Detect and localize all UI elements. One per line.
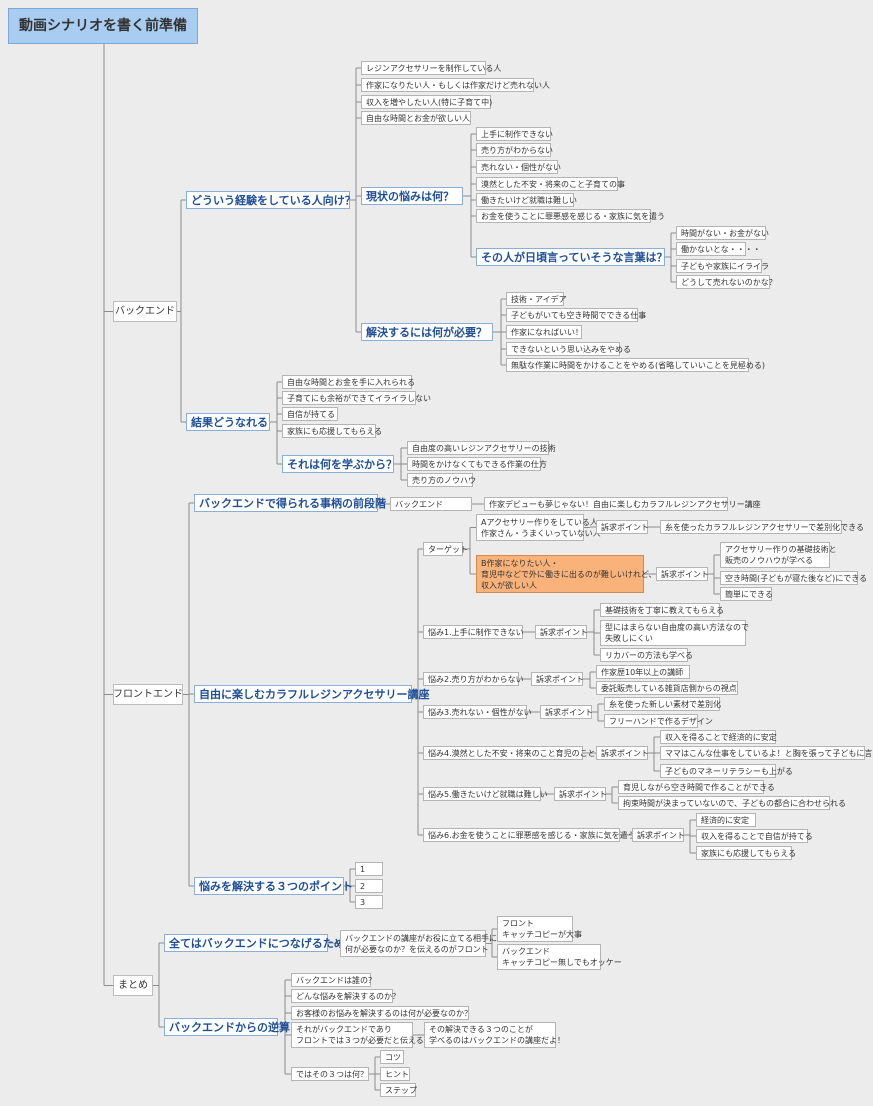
branch-frontend[interactable]: フロントエンド xyxy=(113,684,183,705)
worry-item-4[interactable]: 漠然とした不安・将来のこと子育ての事 xyxy=(476,177,625,191)
result-item-1[interactable]: 自由な時間とお金を手に入れられる xyxy=(282,375,415,389)
needs-item-4[interactable]: できないという思い込みをやめる xyxy=(506,342,631,356)
result-item-3[interactable]: 自信が持てる xyxy=(282,407,338,421)
backend-who-item-3[interactable]: 収入を増やしたい人(特に子育て中) xyxy=(361,95,492,109)
fw3-appeal[interactable]: 訴求ポイント xyxy=(540,705,593,719)
fw6-point-3[interactable]: 家族にも応援してもらえる xyxy=(696,846,796,860)
branch-summary[interactable]: まとめ xyxy=(113,975,153,996)
fw1-label[interactable]: 悩み1.上手に制作できない xyxy=(423,625,524,639)
summary-reverse[interactable]: バックエンドからの逆算 xyxy=(164,1018,290,1036)
fw4-point-1[interactable]: 収入を得ることで経済的に安定 xyxy=(660,730,777,744)
target-b-appeal[interactable]: 訴求ポイント xyxy=(656,567,709,581)
frontend-pre[interactable]: バックエンドで得られる事柄の前段階 xyxy=(194,494,386,512)
needs-item-5[interactable]: 無駄な作業に時間をかけることをやめる(省略していいことを見極める) xyxy=(506,358,765,372)
backend-who-item-2[interactable]: 作家になりたい人・もしくは作家だけど売れない人 xyxy=(361,78,550,92)
learn-item-3[interactable]: 売り方のノウハウ xyxy=(407,473,476,487)
fw4-appeal[interactable]: 訴求ポイント xyxy=(596,746,649,760)
reverse-q3[interactable]: お客様のお悩みを解決するのは何が必要なのか？ xyxy=(291,1006,472,1020)
words-item-1[interactable]: 時間がない・お金がない xyxy=(676,226,769,240)
learn-item-2[interactable]: 時間をかけなくてもできる作業の仕方 xyxy=(407,457,547,471)
reverse-q1[interactable]: バックエンドは誰の？ xyxy=(291,973,376,987)
backend-needs[interactable]: 解決するには何が必要？ xyxy=(361,323,493,341)
pre-backend-text[interactable]: 作家デビューも夢じゃない！自由に楽しむカラフルレジンアクセサリー講座 xyxy=(484,497,761,511)
fw1-appeal[interactable]: 訴求ポイント xyxy=(535,625,588,639)
three-item-2[interactable]: 2 xyxy=(355,879,383,893)
needs-item-3[interactable]: 作家になればいい！ xyxy=(506,325,583,339)
backend-words[interactable]: その人が日頃言っていそうな言葉は？ xyxy=(476,248,667,266)
fw3-label[interactable]: 悩み3.売れない・個性がない xyxy=(423,705,532,719)
reverse-q5-item-3[interactable]: ステップ xyxy=(380,1083,417,1097)
connect-text[interactable]: バックエンドの講座がお役に立てる相手に 何が必要なのか？を伝えるのがフロント xyxy=(340,930,497,957)
fw1-point-3[interactable]: リカバーの方法も学べる xyxy=(600,648,693,662)
three-item-3[interactable]: 3 xyxy=(355,895,383,909)
backend-learn[interactable]: それは何を学ぶから？ xyxy=(282,455,397,473)
target-b[interactable]: B作家になりたい人・ 育児中などで外に働きに出るのが難しいけれど、 収入が欲しい… xyxy=(476,555,656,593)
backend-result[interactable]: 結果どうなれる xyxy=(186,413,270,431)
result-item-4[interactable]: 家族にも応援してもらえる xyxy=(282,424,382,438)
fw2-point-1[interactable]: 作家歴10年以上の講師 xyxy=(596,665,690,679)
worry-item-1[interactable]: 上手に制作できない xyxy=(476,127,553,141)
reverse-q5[interactable]: ではその３つは何？ xyxy=(291,1067,369,1081)
backend-who-item-1[interactable]: レジンアクセサリーを制作している人 xyxy=(361,61,501,75)
fw6-appeal[interactable]: 訴求ポイント xyxy=(632,828,685,842)
fw5-label[interactable]: 悩み5.働きたいけど就職は難しい xyxy=(423,787,548,801)
frontend-course[interactable]: 自由に楽しむカラフルレジンアクセサリー講座 xyxy=(194,685,429,703)
target-label[interactable]: ターゲット xyxy=(423,542,468,556)
reverse-q4[interactable]: それがバックエンドであり フロントでは３つが必要だと伝える xyxy=(291,1022,424,1048)
fw4-label[interactable]: 悩み4.漠然とした不安・将来のこと育児のこと xyxy=(423,746,596,760)
worry-item-5[interactable]: 働きたいけど就職は難しい xyxy=(476,193,577,207)
fw1-point-1[interactable]: 基礎技術を丁寧に教えてもらえる xyxy=(600,603,724,617)
frontend-three[interactable]: 悩みを解決する３つのポイント xyxy=(194,877,353,895)
reverse-q5-item-2[interactable]: ヒント xyxy=(380,1067,410,1081)
fw6-point-1[interactable]: 経済的に安定 xyxy=(696,813,756,827)
fw1-point-2[interactable]: 型にはまらない自由度の高い方法なので 失敗しにくい xyxy=(600,620,749,646)
worry-item-3[interactable]: 売れない・個性がない xyxy=(476,160,561,174)
fw6-point-2[interactable]: 収入を得ることで自信が持てる xyxy=(696,829,813,843)
worry-item-6[interactable]: お金を使うことに罪悪感を感じる・家族に気を遣う xyxy=(476,209,665,223)
worry-item-2[interactable]: 売り方がわからない xyxy=(476,143,553,157)
root-title[interactable]: 動画シナリオを書く前準備 xyxy=(8,8,198,44)
backend-who[interactable]: どういう経験をしている人向け？ xyxy=(186,191,356,209)
fw5-point-2[interactable]: 拘束時間が決まっていないので、子どもの都合に合わせられる xyxy=(618,796,846,810)
words-item-3[interactable]: 子どもや家族にイライラ xyxy=(676,259,769,273)
target-a-appeal[interactable]: 訴求ポイント xyxy=(596,520,649,534)
target-b-point-2[interactable]: 空き時間(子どもが寝た後など)にできる xyxy=(720,571,867,585)
fw3-point-1[interactable]: 糸を使った新しい素材で差別化 xyxy=(604,697,721,711)
result-item-2[interactable]: 子育てにも余裕ができてイライラしない xyxy=(282,391,431,405)
fw2-appeal[interactable]: 訴求ポイント xyxy=(531,672,584,686)
summary-connect[interactable]: 全てはバックエンドにつなげるため xyxy=(164,934,345,952)
reverse-q5-item-1[interactable]: コツ xyxy=(380,1050,404,1064)
branch-backend[interactable]: バックエンド xyxy=(113,301,177,322)
fw4-point-3[interactable]: 子どものマネーリテラシーも上がる xyxy=(660,764,793,778)
reverse-q4-note[interactable]: その解決できる３つのことが 学べるのはバックエンドの講座だよ！ xyxy=(424,1022,565,1048)
three-item-1[interactable]: 1 xyxy=(355,862,383,876)
backend-who-item-4[interactable]: 自由な時間とお金が欲しい人 xyxy=(361,111,471,125)
fw5-point-1[interactable]: 育児しながら空き時間で作ることができる xyxy=(618,780,775,794)
target-b-point-1[interactable]: アクセサリー作りの基礎技術と 販売のノウハウが学べる xyxy=(720,542,837,568)
words-item-2[interactable]: 働かないとな・・・・ xyxy=(676,242,761,256)
target-b-point-3[interactable]: 簡単にできる xyxy=(720,587,773,601)
target-a[interactable]: Aアクセサリー作りをしている人 作家さん・うまくいっていない人 xyxy=(476,514,601,541)
needs-item-1[interactable]: 技術・アイデア xyxy=(506,292,567,306)
backend-worries[interactable]: 現状の悩みは何？ xyxy=(361,187,463,205)
pre-backend-label[interactable]: バックエンド xyxy=(390,497,472,511)
connect-back[interactable]: バックエンド キャッチコピー無しでもオッケー xyxy=(497,944,622,970)
needs-item-2[interactable]: 子どもがいても空き時間でできる仕事 xyxy=(506,308,646,322)
fw6-label[interactable]: 悩み6.お金を使うことに罪悪感を感じる・家族に気を遣う xyxy=(423,828,636,842)
words-item-4[interactable]: どうして売れないのかな？ xyxy=(676,275,777,289)
fw2-point-2[interactable]: 委託販売している雑貨店側からの視点 xyxy=(596,681,738,695)
reverse-q2[interactable]: どんな悩みを解決するのか？ xyxy=(291,989,400,1003)
connect-front[interactable]: フロント キャッチコピーが大事 xyxy=(497,916,582,942)
fw3-point-2[interactable]: フリーハンドで作るデザイン xyxy=(604,714,713,728)
target-a-point-1[interactable]: 糸を使ったカラフルレジンアクセサリーで差別化できる xyxy=(660,520,864,534)
fw5-appeal[interactable]: 訴求ポイント xyxy=(554,787,607,801)
learn-item-1[interactable]: 自由度の高いレジンアクセサリーの技術 xyxy=(407,441,556,455)
fw4-point-2[interactable]: ママはこんな仕事をしているよ！と胸を張って子どもに言える xyxy=(660,746,873,760)
fw2-label[interactable]: 悩み2.売り方がわからない xyxy=(423,672,524,686)
